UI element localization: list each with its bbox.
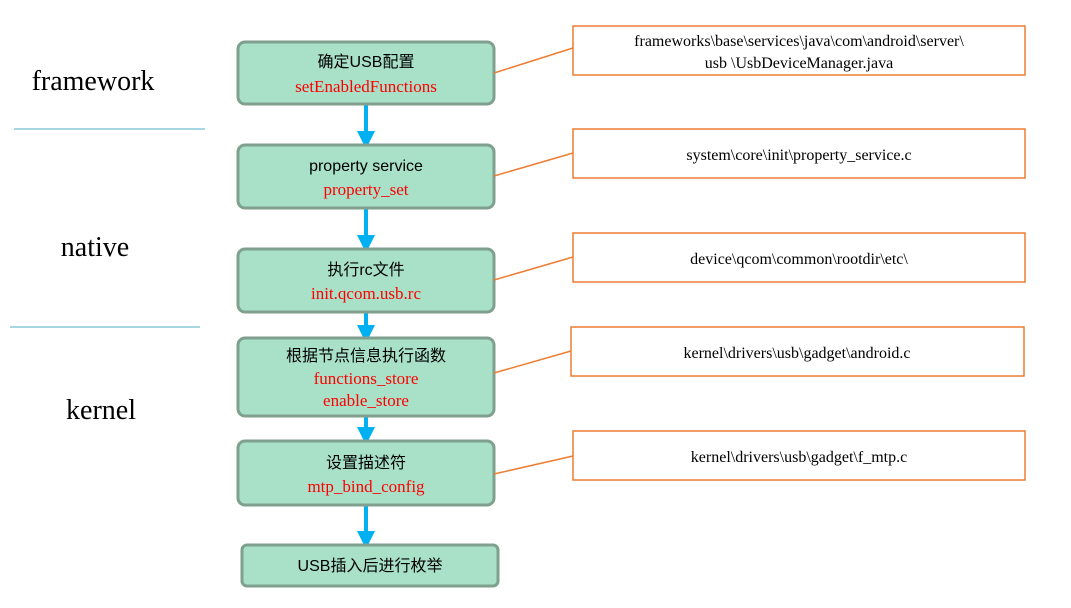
step-title: 执行rc文件 (327, 261, 404, 279)
source-path-line: kernel\drivers\usb\gadget\android.c (683, 345, 910, 362)
step-title: 确定USB配置 (318, 53, 415, 71)
source-path-line: usb \UsbDeviceManager.java (705, 55, 893, 72)
step-box-usb-enumeration: USB插入后进行枚举 (240, 543, 500, 588)
source-path-line: system\core\init\property_service.c (686, 147, 911, 164)
path-box-usb-device-manager: frameworks\base\services\java\com\androi… (572, 25, 1026, 76)
step-box-usb-config: 确定USB配置 setEnabledFunctions (236, 40, 496, 106)
step-title: USB插入后进行枚举 (298, 557, 443, 575)
layer-label-framework: framework (32, 66, 155, 97)
step-function: functions_store (314, 369, 419, 388)
path-connector (493, 350, 572, 374)
layer-label-kernel: kernel (66, 395, 136, 426)
step-box-set-descriptor: 设置描述符 mtp_bind_config (236, 439, 496, 507)
path-box-property-service: system\core\init\property_service.c (572, 128, 1026, 179)
step-box-execute-rc: 执行rc文件 init.qcom.usb.rc (236, 247, 496, 314)
step-title: property service (309, 158, 423, 175)
path-box-rootdir: device\qcom\common\rootdir\etc\ (572, 232, 1026, 283)
step-function: enable_store (323, 391, 409, 410)
source-path-line: frameworks\base\services\java\com\androi… (634, 33, 964, 50)
step-function: init.qcom.usb.rc (311, 284, 421, 303)
path-connector (493, 47, 574, 74)
layer-label-native: native (61, 232, 129, 263)
source-path-line: kernel\drivers\usb\gadget\f_mtp.c (691, 449, 907, 466)
step-title: 根据节点信息执行函数 (286, 347, 446, 365)
step-box-node-functions: 根据节点信息执行函数 functions_store enable_store (236, 336, 496, 418)
path-box-android-c: kernel\drivers\usb\gadget\android.c (570, 326, 1025, 377)
step-box-property-service: property service property_set (236, 143, 496, 210)
path-box-f-mtp: kernel\drivers\usb\gadget\f_mtp.c (572, 430, 1026, 481)
path-connector (493, 152, 574, 177)
step-function: setEnabledFunctions (295, 77, 437, 96)
step-function: property_set (324, 180, 409, 199)
path-connector (493, 455, 574, 475)
step-title: 设置描述符 (326, 454, 406, 472)
source-path-line: device\qcom\common\rootdir\etc\ (690, 251, 908, 268)
path-connector (493, 256, 574, 281)
step-function: mtp_bind_config (307, 477, 425, 496)
